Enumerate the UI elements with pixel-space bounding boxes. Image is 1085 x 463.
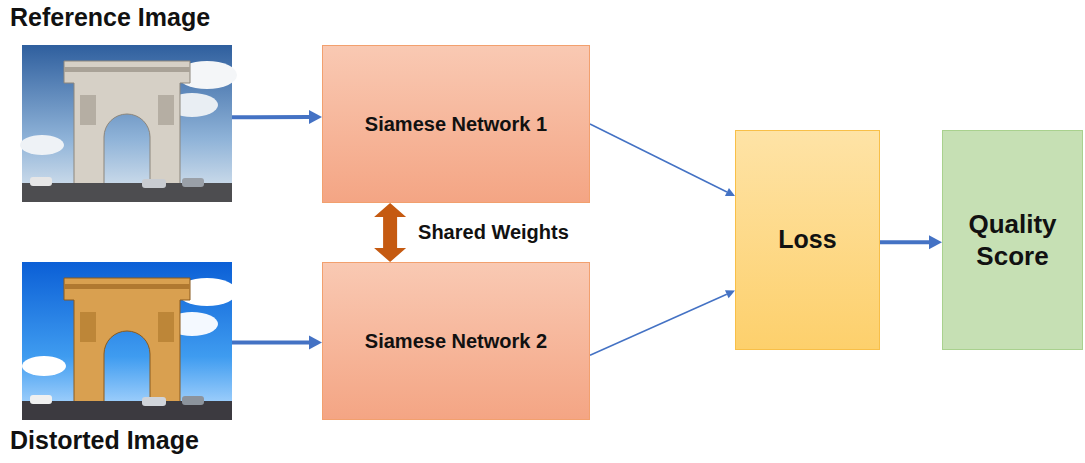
loss-box: Loss [735,130,880,350]
arrowhead [309,336,322,350]
arrowhead [725,290,735,298]
arrowhead [309,110,322,124]
distorted-image: Distorted Image [22,262,232,420]
edge-label: Shared Weights [416,221,571,244]
reference-image: Reference Image [22,45,232,202]
quality-score-box: Quality Score [942,130,1083,350]
shared-weights-arrow [374,203,406,262]
distorted-photo [22,262,237,420]
image-heading: Reference Image [10,3,210,32]
box-label: Quality Score [951,208,1074,273]
box-label: Loss [778,224,836,255]
flow-arrow [232,110,322,124]
box-label: Siamese Network 1 [365,112,547,137]
reference-photo [20,45,237,202]
image-heading: Distorted Image [10,426,199,455]
flow-arrow [590,124,735,196]
box-label: Siamese Network 2 [365,329,547,354]
siamese-network-box: Siamese Network 2 [322,262,590,420]
flow-arrow [232,336,322,350]
arrowhead [725,188,735,196]
flow-arrow [590,290,735,355]
flow-arrow [880,235,942,249]
siamese-network-box: Siamese Network 1 [322,45,590,203]
arrowhead [929,235,942,249]
